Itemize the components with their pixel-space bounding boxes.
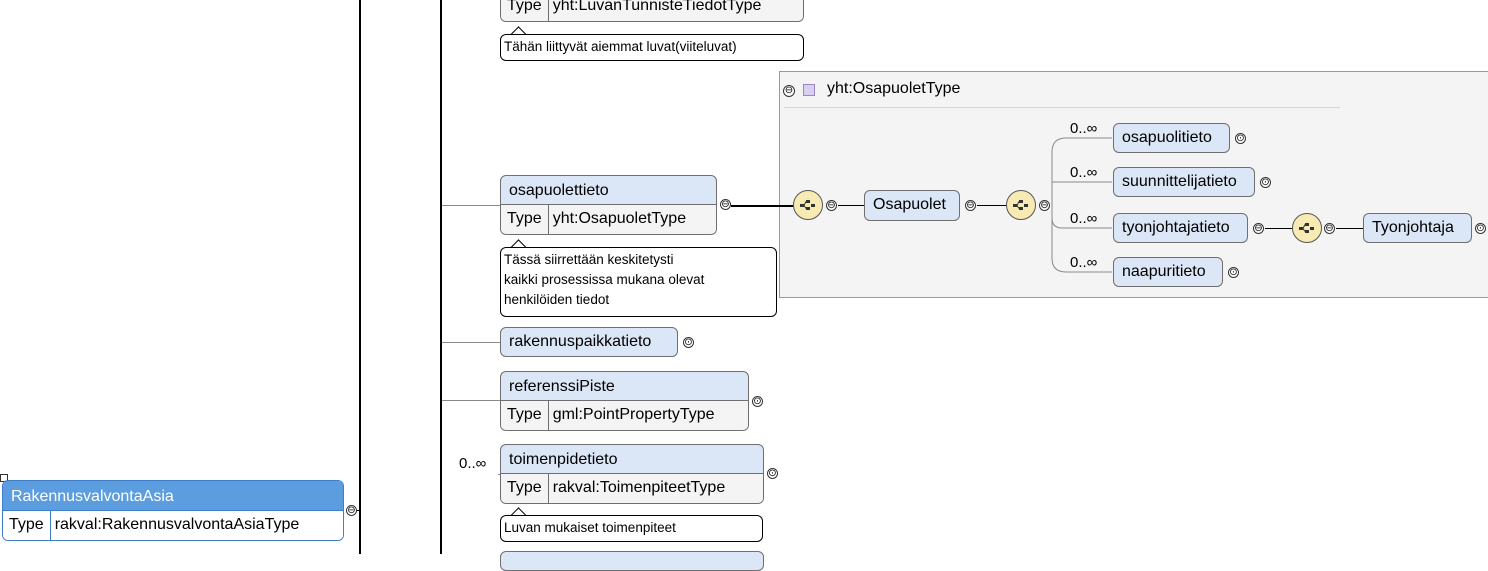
annotation-line-1: Tässä siirrettään keskitetysti [504,252,674,267]
rakennuspaikkatieto-node[interactable]: rakennuspaikkatieto [500,327,678,357]
tyonjohtajatieto-to-sequence-line [1265,228,1294,229]
osapuolettieto-collapse-icon[interactable]: ⊖ [720,199,731,210]
luvantunniste-annotation: Tähän liittyvät aiemmat luvat(viiteluvat… [500,34,804,61]
sequence-compositor-1[interactable] [793,190,823,220]
luvantunniste-type-value: yht:LuvanTunnisteTiedotType [552,0,762,14]
sequence-1-collapse-icon[interactable]: ⊖ [826,200,837,211]
sequence-compositor-2[interactable] [1006,190,1036,220]
sequence-to-tyonjohtaja-line [1336,228,1364,229]
osapuolitieto-node[interactable]: osapuolitieto [1113,123,1230,153]
type-label: Type [501,401,549,430]
sequence-icon [1013,200,1028,210]
root-vertical-line [359,0,361,554]
complex-type-icon [803,84,815,96]
sequence-to-osapuolet-line [838,205,864,206]
toimenpidetieto-expand-icon[interactable]: ⊙ [767,468,778,479]
suunnittelijatieto-multiplicity: 0..∞ [1070,164,1098,181]
naapuritieto-node[interactable]: naapuritieto [1113,257,1223,287]
naapuritieto-expand-icon[interactable]: ⊙ [1228,267,1239,278]
root-element-name: RakennusvalvontaAsia [3,481,343,512]
luvantunniste-annotation-text: Tähän liittyvät aiemmat luvat(viiteluvat… [504,39,737,54]
sequence-3-collapse-icon[interactable]: ⊖ [1324,223,1335,234]
card-collapse-icon[interactable]: ⊖ [783,85,795,97]
referenssiPiste-type-value: gml:PointPropertyType [552,406,715,423]
suunnittelijatieto-expand-icon[interactable]: ⊙ [1260,177,1271,188]
annotation-line-2: kaikki prosessissa mukana olevat [504,272,705,287]
osapuolettieto-annotation: Tässä siirrettään keskitetysti kaikki pr… [500,247,777,317]
branch-osapuolettieto [442,205,500,206]
tyonjohtaja-expand-icon[interactable]: ⊙ [1475,223,1486,234]
type-label: Type [501,0,549,21]
group-vertical-line [440,0,442,554]
toimenpidetieto-name: toimenpidetieto [509,451,618,468]
tyonjohtaja-node[interactable]: Tyonjohtaja [1363,213,1472,243]
children-branch-lines [1051,137,1112,273]
root-collapse-icon[interactable]: ⊖ [346,505,357,516]
naapuritieto-multiplicity: 0..∞ [1070,254,1098,271]
osapuolitieto-multiplicity: 0..∞ [1070,120,1098,137]
branch-referenssiPiste [442,400,500,401]
annotation-line-3: henkilöiden tiedot [504,292,610,307]
branch-rakennuspaikkatieto [442,342,500,343]
osapuolettieto-type-value: yht:OsapuoletType [552,210,687,227]
osapuolitieto-expand-icon[interactable]: ⊙ [1235,133,1246,144]
osapuolettieto-to-sequence-line [731,205,795,207]
sequence-compositor-3[interactable] [1292,213,1322,243]
sequence-icon [800,200,815,210]
rakennuspaikkatieto-expand-icon[interactable]: ⊙ [683,337,694,348]
osapuolet-to-sequence-line [977,205,1007,206]
sequence-icon [1299,223,1314,233]
osapuolet-collapse-icon[interactable]: ⊖ [965,200,976,211]
suunnittelijatieto-node[interactable]: suunnittelijatieto [1113,167,1255,197]
referenssiPiste-name: referenssiPiste [509,378,615,395]
card-title-divider [784,107,1340,108]
toimenpidetieto-type-value: rakval:ToimenpiteetType [552,479,726,496]
type-label: Type [501,205,549,234]
tyonjohtajatieto-collapse-icon[interactable]: ⊖ [1253,223,1264,234]
tyonjohtajatieto-node[interactable]: tyonjohtajatieto [1113,213,1248,243]
referenssiPiste-expand-icon[interactable]: ⊙ [752,396,763,407]
sequence-2-collapse-icon[interactable]: ⊖ [1039,200,1050,211]
osapuolet-group-node[interactable]: Osapuolet [864,190,960,221]
toimenpidetieto-annotation-text: Luvan mukaiset toimenpiteet [504,520,676,535]
toimenpidetieto-multiplicity: 0..∞ [459,455,487,472]
toimenpidetieto-annotation: Luvan mukaiset toimenpiteet [500,515,763,542]
root-type-value: rakval:RakennusvalvontaAsiaType [54,516,300,533]
type-label: Type [501,474,549,503]
card-title: yht:OsapuoletType [827,80,961,97]
osapuolettieto-name: osapuolettieto [509,182,609,199]
next-node-partial[interactable] [500,551,764,571]
tyonjohtajatieto-multiplicity: 0..∞ [1070,210,1098,227]
type-label: Type [3,511,51,540]
